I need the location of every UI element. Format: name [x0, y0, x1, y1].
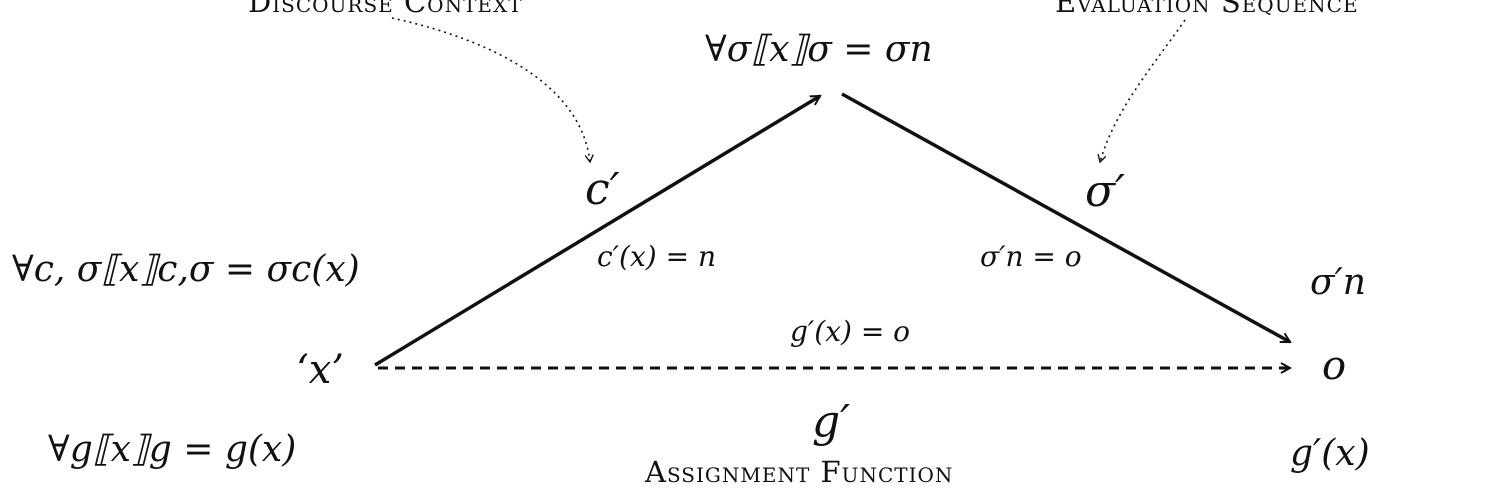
node-o: o: [1322, 343, 1347, 389]
arrow-top-to-o: [841, 92, 1290, 344]
dotted-pointer-evaluation-sequence: [1097, 19, 1186, 164]
label-c-prime-of-x: c′(x) = n: [597, 240, 716, 273]
caption-discourse-context: Discourse Context: [248, 0, 523, 19]
formula-left-assignment: ∀g⟦x⟧g = g(x): [48, 429, 297, 470]
label-g-prime-of-x-eq-o: g′(x) = o: [790, 315, 911, 348]
label-sigma-prime: σ′: [1085, 166, 1126, 217]
formula-left-context: ∀c, σ⟦x⟧c,σ = σc(x): [12, 249, 360, 290]
caption-evaluation-sequence: Evaluation Sequence: [1055, 0, 1359, 19]
arrow-x-to-top: [374, 94, 820, 367]
formula-top-evaluation: ∀σ⟦x⟧σ = σn: [705, 29, 933, 70]
quoted-x-node: ‘x’: [296, 347, 344, 393]
label-sigma-prime-n: σ′n: [1310, 262, 1366, 303]
caption-assignment-function: Assignment Function: [645, 455, 954, 489]
dotted-pointer-discourse-context: [391, 17, 594, 164]
label-g-prime-of-x: g′(x): [1290, 433, 1370, 474]
label-sigma-prime-n-eq-o: σ′n = o: [980, 240, 1082, 273]
label-g-prime: g′: [812, 396, 851, 447]
label-c-prime: c′: [585, 164, 620, 215]
